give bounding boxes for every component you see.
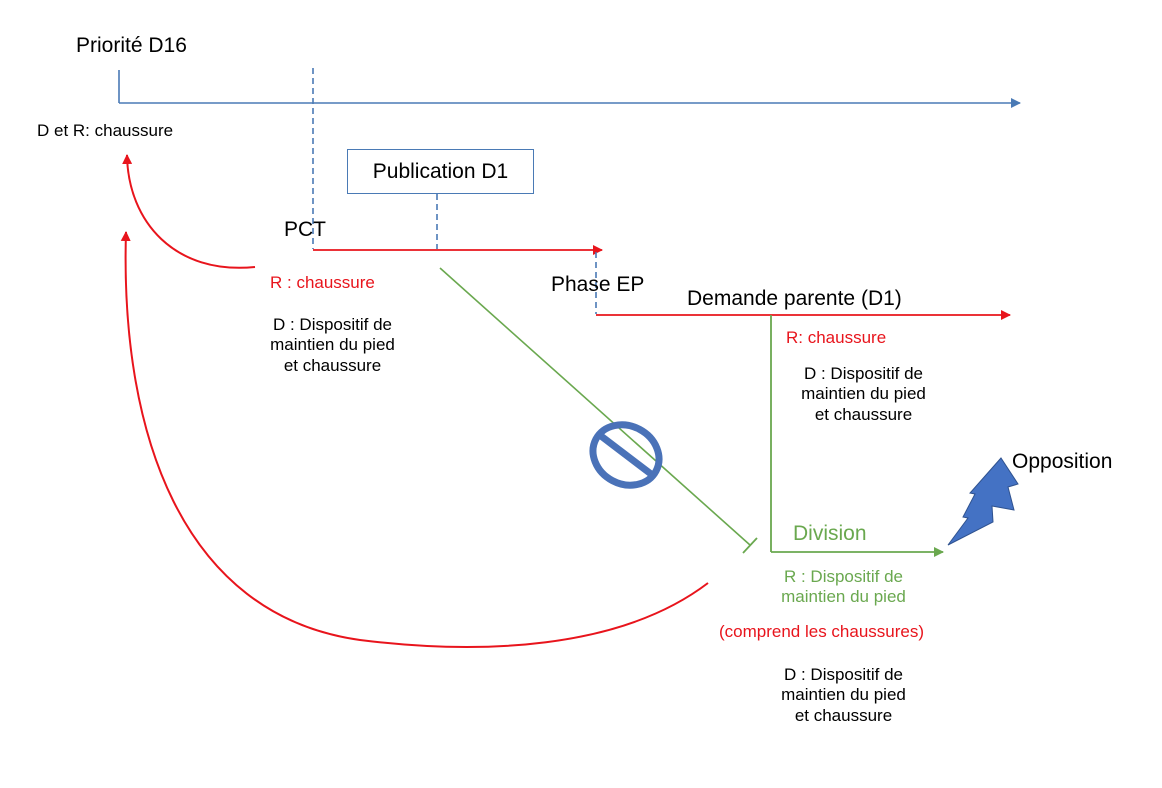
- priority-label: Priorité D16: [76, 34, 187, 57]
- division-description: D : Dispositif de maintien du pied et ch…: [781, 665, 906, 725]
- parent-description: D : Dispositif de maintien du pied et ch…: [801, 364, 926, 424]
- lightning-bolt-icon: [947, 457, 1019, 546]
- prohibited-sign-icon: [589, 421, 663, 489]
- division-label: Division: [793, 522, 867, 545]
- pct-priority-curved-arrow: [122, 154, 256, 269]
- division-claims: R : Dispositif de maintien du pied: [781, 567, 906, 607]
- parent-application-label: Demande parente (D1): [687, 287, 902, 310]
- ep-phase-label: Phase EP: [551, 273, 645, 296]
- pct-label: PCT: [284, 218, 326, 241]
- division-timeline: [770, 315, 944, 557]
- parent-claims-label: R: chaussure: [786, 328, 887, 347]
- opposition-label: Opposition: [1012, 450, 1113, 473]
- blocked-priority-line: [439, 267, 758, 554]
- division-priority-curved-arrow: [120, 231, 709, 648]
- pct-description: D : Dispositif de maintien du pied et ch…: [270, 315, 395, 375]
- pct-claims-label: R : chaussure: [270, 273, 375, 292]
- priority-claims-label: D et R: chaussure: [37, 121, 174, 140]
- division-claims-note: (comprend les chaussures): [719, 622, 925, 641]
- priority-timeline: [118, 70, 1021, 108]
- publication-box: Publication D1: [347, 149, 534, 194]
